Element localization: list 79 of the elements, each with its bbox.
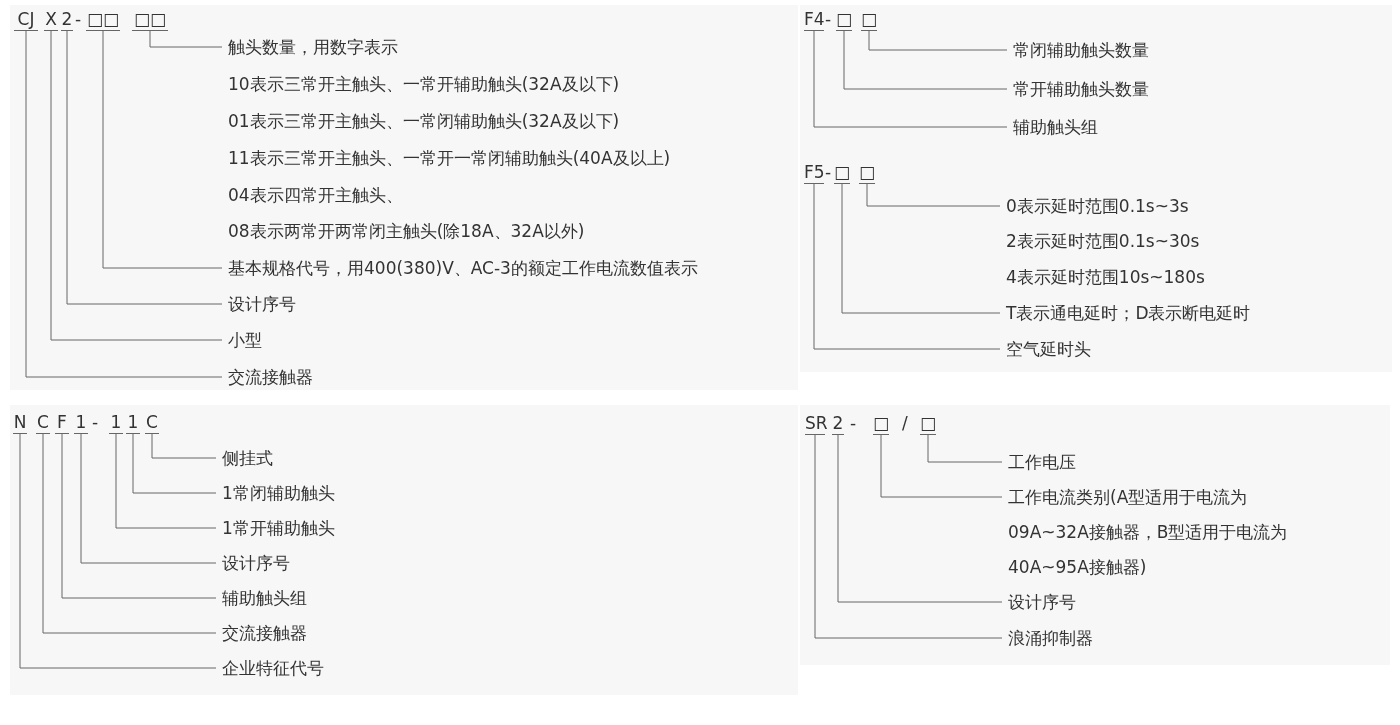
explanation-text: 1常闭辅助触头 (222, 476, 335, 511)
leader-line (868, 30, 1008, 51)
leader-line (149, 30, 223, 48)
leader-line (80, 433, 217, 564)
code-separator: - (850, 412, 857, 434)
explanation-text: 常开辅助触头数量 (1013, 72, 1149, 107)
explanation-text: 侧挂式 (222, 441, 273, 476)
note-text: 08表示两常开两常闭主触头(除18A、32A以外) (228, 220, 585, 243)
model-code-part: □ (836, 8, 852, 31)
leader-line (841, 183, 1001, 314)
explanation-text: 浪涌抑制器 (1008, 621, 1093, 656)
explanation-text: 基本规格代号，用400(380)V、AC-3的额定工作电流数值表示 (228, 251, 698, 286)
model-code-part: F5 (804, 161, 824, 184)
code-separator: - (75, 8, 82, 30)
explanation-text: 小型 (228, 323, 262, 358)
model-code-part: F (55, 411, 69, 434)
note-text: 11表示三常开主触头、一常开一常闭辅助触头(40A及以上) (228, 147, 671, 170)
leader-line (151, 433, 217, 459)
explanation-text: 辅助触头组 (1013, 110, 1098, 145)
explanation-text: 交流接触器 (228, 360, 313, 395)
leader-line (132, 433, 217, 494)
leader-line (102, 30, 223, 269)
leader-line (19, 433, 217, 669)
model-code-part: □ (861, 8, 877, 31)
explanation-text: 设计序号 (1008, 585, 1076, 620)
leader-line (866, 183, 1001, 207)
model-code-part: □ (834, 161, 850, 184)
model-code-part: X (44, 8, 58, 31)
leader-line (843, 30, 1008, 90)
code-separator: - (825, 161, 832, 183)
model-code-part: C (36, 411, 50, 434)
explanation-text: 1常开辅助触头 (222, 511, 335, 546)
leader-line (115, 433, 217, 529)
explanation-text: 常闭辅助触头数量 (1013, 33, 1149, 68)
explanation-text: 工作电压 (1008, 445, 1076, 480)
code-separator: - (825, 8, 832, 30)
explanation-text: 辅助触头组 (222, 581, 307, 616)
leader-line (813, 30, 1008, 128)
explanation-text: 空气延时头 (1006, 332, 1091, 367)
model-code-part: C (145, 411, 159, 434)
leader-line (50, 30, 223, 341)
model-code-part: □□ (132, 8, 168, 31)
note-text: 04表示四常开主触头、 (228, 184, 403, 207)
model-code-part: 1 (126, 411, 140, 434)
leader-line (837, 434, 1003, 603)
explanation-text: 触头数量，用数字表示 (228, 30, 398, 65)
explanation-text: 设计序号 (222, 546, 290, 581)
model-code-part: □ (873, 412, 889, 435)
model-code-part: N (13, 411, 27, 434)
leader-line (42, 433, 217, 634)
leader-line (813, 183, 1001, 350)
leader-line (61, 433, 217, 599)
explanation-text: 0表示延时范围0.1s~3s (1006, 189, 1189, 224)
code-separator: - (92, 411, 99, 433)
model-code-part: SR (805, 412, 825, 435)
explanation-text: 工作电流类别(A型适用于电流为09A~32A接触器，B型适用于电流为40A~95A接触器) (1008, 480, 1298, 585)
leader-line (927, 434, 1003, 463)
explanation-text: 交流接触器 (222, 616, 307, 651)
explanation-text: 企业特征代号 (222, 651, 324, 686)
note-text: 2表示延时范围0.1s~30s (1006, 230, 1200, 253)
leader-line (66, 30, 223, 305)
note-text: 10表示三常开主触头、一常开辅助触头(32A及以下) (228, 73, 620, 96)
note-text: 4表示延时范围10s~180s (1006, 266, 1205, 289)
leader-line (880, 434, 1003, 498)
model-code-part: CJ (14, 8, 38, 31)
model-code-part: 2 (61, 8, 73, 31)
model-code-part: 2 (832, 412, 844, 435)
explanation-text: T表示通电延时；D表示断电延时 (1006, 296, 1251, 331)
leader-line (814, 434, 1003, 639)
model-code-part: □ (859, 161, 875, 184)
model-code-part: □ (920, 412, 936, 435)
model-code-part: □□ (86, 8, 120, 31)
leader-line (25, 30, 223, 378)
explanation-text: 设计序号 (228, 287, 296, 322)
model-code-part: 1 (109, 411, 123, 434)
model-code-part: 1 (74, 411, 88, 434)
note-text: 01表示三常开主触头、一常闭辅助触头(32A及以下) (228, 110, 620, 133)
code-separator: / (902, 412, 908, 434)
model-code-part: F4 (804, 8, 824, 31)
